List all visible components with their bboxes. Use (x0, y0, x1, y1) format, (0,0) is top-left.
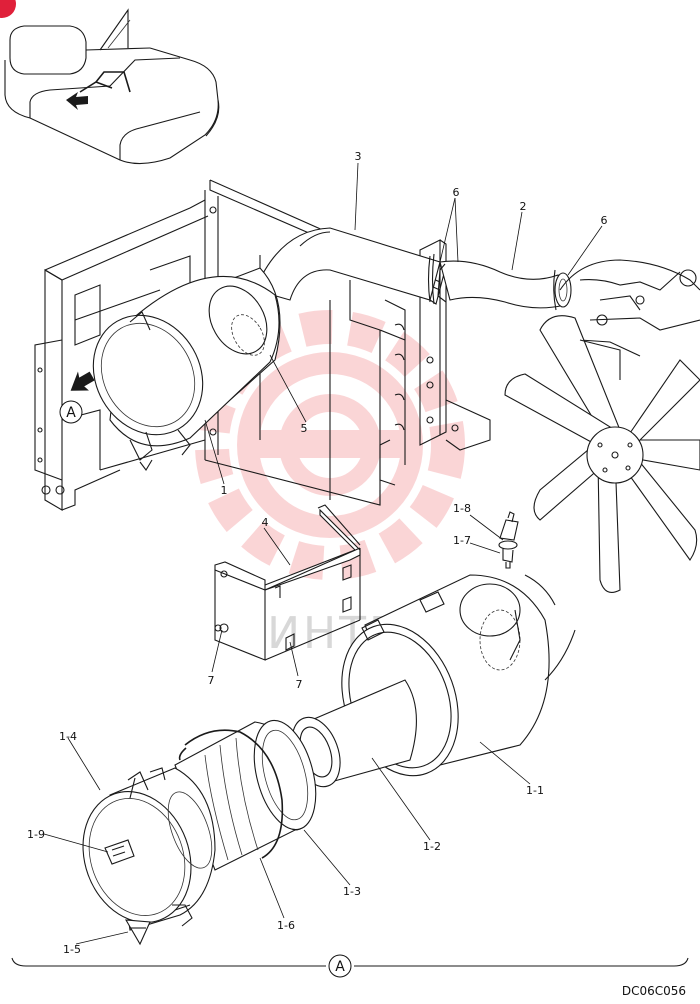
view-arrow-icon (70, 371, 95, 391)
corner-badge (0, 0, 16, 18)
callout-7b: 7 (296, 678, 303, 691)
air-cleaner-cover (82, 767, 216, 946)
hose (427, 253, 572, 311)
inset-arrow-icon (66, 92, 88, 110)
dust-valve (124, 919, 151, 946)
callout-3: 3 (355, 150, 362, 163)
callout-labels: 3 6 2 6 5 1 4 1-8 1-7 7 7 1-4 1-1 1-9 1-… (27, 150, 607, 956)
cover-label-plate (104, 839, 135, 865)
callout-1-8: 1-8 (453, 502, 471, 515)
callout-6a: 6 (453, 186, 460, 199)
callout-1-9: 1-9 (27, 828, 45, 841)
callout-1-5: 1-5 (63, 943, 81, 956)
view-marker-label: A (66, 405, 76, 421)
machine-overview-inset (4, 8, 220, 165)
air-cleaner-upper (74, 255, 281, 471)
mounting-bracket (214, 504, 361, 661)
callout-4: 4 (262, 516, 269, 529)
callout-7a: 7 (208, 674, 215, 687)
callout-1-7: 1-7 (453, 534, 471, 547)
restriction-indicator (498, 511, 519, 569)
callout-1-4: 1-4 (59, 730, 77, 743)
drawing-code: DC06C056 (622, 984, 686, 998)
view-marker-a: A (59, 371, 95, 424)
callout-1-1: 1-1 (526, 784, 544, 797)
view-a-brace: A (11, 954, 689, 978)
engine-fan (504, 259, 700, 593)
leader-lines (43, 162, 603, 945)
view-marker-bottom-label: A (335, 959, 345, 975)
callout-6b: 6 (601, 214, 608, 227)
callout-1: 1 (221, 484, 228, 497)
callout-5: 5 (301, 422, 308, 435)
callout-2: 2 (520, 200, 527, 213)
callout-1-2: 1-2 (423, 840, 441, 853)
callout-1-6: 1-6 (277, 919, 295, 932)
callout-1-3: 1-3 (343, 885, 361, 898)
seal-ring (184, 729, 284, 859)
hose-bracket (419, 239, 491, 451)
